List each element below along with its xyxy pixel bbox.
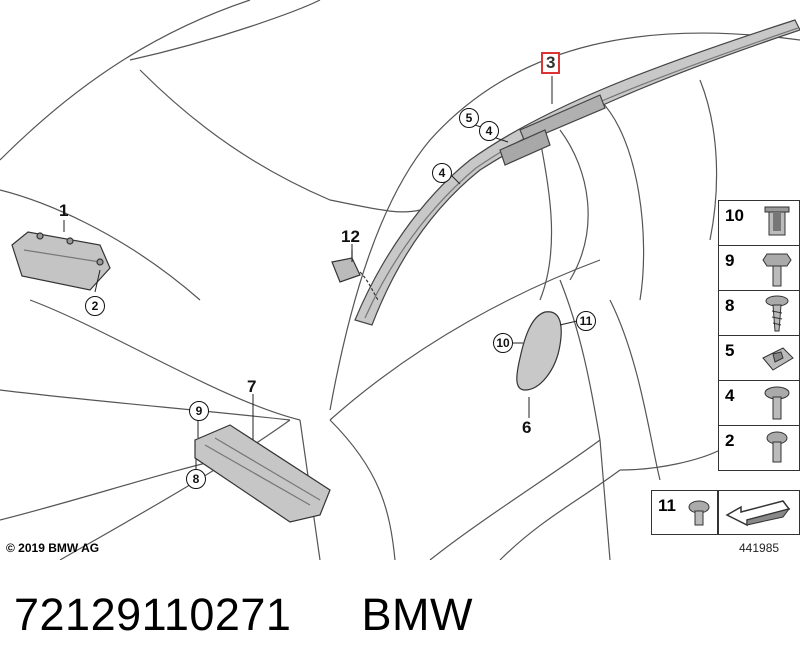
arrow-graphic bbox=[725, 500, 791, 527]
callout-2: 2 bbox=[85, 296, 105, 316]
legend-number: 8 bbox=[725, 296, 735, 315]
hex-bolt-icon bbox=[762, 253, 792, 287]
callout-8: 8 bbox=[186, 469, 206, 489]
part-number-line: 72129110271 BMW bbox=[14, 589, 473, 641]
legend-item-9: 9 bbox=[718, 245, 800, 291]
callout-4-lower: 4 bbox=[432, 163, 452, 183]
callout-5: 5 bbox=[459, 108, 479, 128]
legend-number: 2 bbox=[725, 431, 735, 450]
legend-number: 4 bbox=[725, 386, 735, 405]
legend-number: 10 bbox=[725, 206, 744, 225]
legend-item-2: 2 bbox=[718, 425, 800, 471]
clip-nut-icon bbox=[762, 347, 794, 371]
diagram-number: 441985 bbox=[739, 541, 780, 555]
parts-arrow-icon bbox=[718, 490, 800, 535]
callout-6: 6 bbox=[522, 418, 532, 437]
copyright-text: © 2019 BMW AG bbox=[6, 541, 100, 555]
legend-item-11: 11 bbox=[651, 490, 718, 535]
rivet-nut-icon bbox=[764, 206, 790, 236]
callout-11: 11 bbox=[576, 311, 596, 331]
torx-screw-icon bbox=[764, 386, 790, 420]
callout-9: 9 bbox=[189, 401, 209, 421]
legend-number: 5 bbox=[725, 341, 735, 360]
legend-item-10: 10 bbox=[718, 200, 800, 246]
legend-item-5: 5 bbox=[718, 335, 800, 381]
callout-12: 12 bbox=[341, 227, 360, 246]
fillister-screw-icon bbox=[766, 431, 788, 463]
legend-number: 9 bbox=[725, 251, 735, 270]
callout-4-top: 4 bbox=[479, 121, 499, 141]
plastic-screw-icon bbox=[688, 500, 710, 526]
legend-number: 11 bbox=[658, 496, 676, 515]
callout-7: 7 bbox=[247, 377, 257, 396]
car-interior-outline bbox=[0, 0, 800, 560]
self-tapping-screw-icon bbox=[765, 295, 789, 332]
callout-3-highlighted: 3 bbox=[541, 52, 561, 74]
legend-item-4: 4 bbox=[718, 380, 800, 426]
parts-diagram: 1 2 3 4 5 4 12 10 11 6 7 9 8 © 2019 BMW … bbox=[0, 0, 800, 560]
brand-name: BMW bbox=[361, 589, 473, 640]
legend-item-8: 8 bbox=[718, 290, 800, 336]
callout-10: 10 bbox=[493, 333, 513, 353]
callout-1: 1 bbox=[59, 201, 69, 220]
part-number: 72129110271 bbox=[14, 589, 292, 640]
